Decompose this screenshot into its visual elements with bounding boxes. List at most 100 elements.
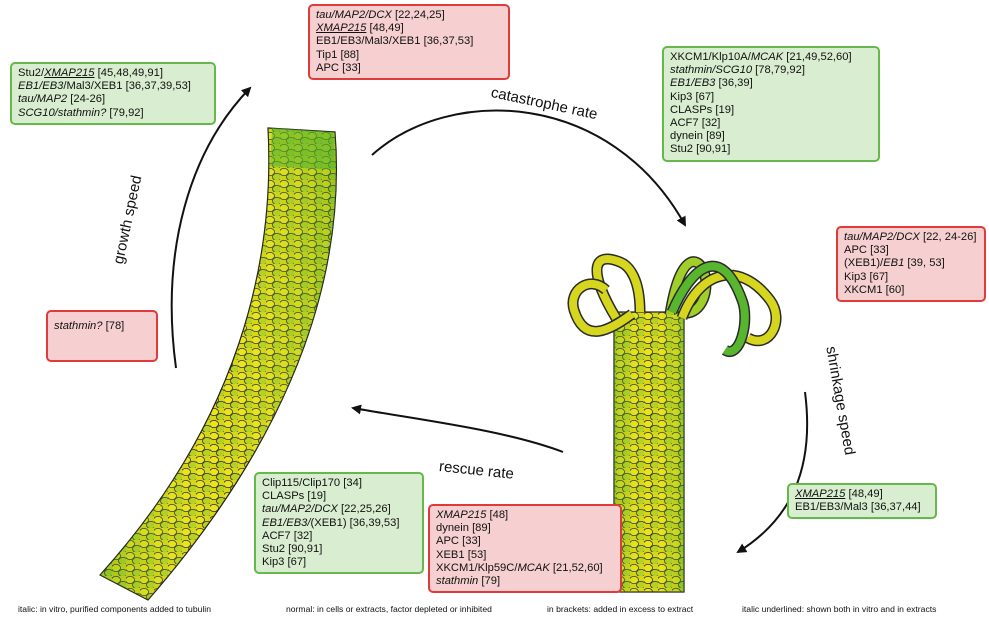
line-segment: [48,49] bbox=[366, 22, 403, 34]
box-line: EB1/EB3/Mal3 [36,37,44] bbox=[795, 501, 929, 514]
box-line: APC [33] bbox=[436, 535, 614, 548]
line-segment: APC [33] bbox=[844, 244, 889, 256]
box-line: XMAP215 [48,49] bbox=[316, 22, 502, 35]
line-segment: XMAP215 bbox=[44, 67, 94, 79]
box-line: CLASPs [19] bbox=[262, 490, 416, 503]
catastrophe-promoters-box: XKCM1/Klp10A/MCAK [21,49,52,60]stathmin/… bbox=[662, 46, 880, 162]
line-segment: tau/MAP2 bbox=[18, 93, 67, 105]
line-segment: XMAP215 bbox=[436, 509, 486, 521]
line-segment: MCAK bbox=[517, 562, 549, 574]
shrinkage-arrow bbox=[738, 392, 807, 552]
box-line: XMAP215 [48,49] bbox=[795, 488, 929, 501]
box-line: XKCM1/Klp59C/MCAK [21,52,60] bbox=[436, 562, 614, 575]
line-segment: APC [33] bbox=[436, 535, 481, 547]
box-line: stathmin? [78] bbox=[54, 320, 150, 333]
line-segment: (XEB1) [36,39,53] bbox=[311, 517, 400, 529]
box-line: Clip115/Clip170 [34] bbox=[262, 477, 416, 490]
rescue-inhibitors-box: XMAP215 [48]dynein [89]APC [33] XEB1 [53]… bbox=[428, 504, 622, 593]
box-line: Kip3 [67] bbox=[262, 556, 416, 569]
line-segment: tau/MAP2/DCX bbox=[844, 231, 920, 243]
box-line: EB1/EB3/(XEB1) [36,39,53] bbox=[262, 517, 416, 530]
line-segment: [36,39] bbox=[715, 77, 752, 89]
box-line: Stu2 [90,91] bbox=[670, 143, 872, 156]
line-segment: APC [33] bbox=[316, 62, 361, 74]
line-segment: XMAP215 bbox=[795, 488, 845, 500]
line-segment: EB1/EB3/Mal3/XEB1 [36,37,53] bbox=[316, 35, 473, 47]
line-segment: Kip3 [67] bbox=[670, 91, 714, 103]
line-segment: CLASPs [19] bbox=[670, 104, 734, 116]
line-segment: stathmin/SCG10 bbox=[670, 64, 752, 76]
line-segment: XKCM1 [60] bbox=[844, 284, 904, 296]
line-segment: [22,24,25] bbox=[392, 9, 445, 21]
line-segment: XKCM1/Klp59C/ bbox=[436, 562, 517, 574]
catastrophe-arrow bbox=[372, 111, 685, 225]
line-segment: EB1/EB3 bbox=[18, 80, 63, 92]
box-line: (XEB1)/EB1 [39, 53] bbox=[844, 257, 978, 270]
box-line: APC [33] bbox=[844, 244, 978, 257]
catastrophe-inhibitors-box: tau/MAP2/DCX [22,24,25]XMAP215 [48,49]EB… bbox=[308, 4, 510, 80]
box-line: Stu2/XMAP215 [45,48,49,91] bbox=[18, 67, 208, 80]
line-segment: dynein [89] bbox=[670, 130, 725, 142]
box-line: stathmin [79] bbox=[436, 575, 614, 588]
line-segment: [78] bbox=[103, 320, 125, 332]
line-segment: tau/MAP2/DCX bbox=[316, 9, 392, 21]
line-segment: dynein [89] bbox=[436, 522, 491, 534]
line-segment: stathmin? bbox=[54, 320, 103, 332]
line-segment: [21,49,52,60] bbox=[783, 51, 851, 63]
line-segment: XMAP215 bbox=[316, 22, 366, 34]
line-segment: [24-26] bbox=[67, 93, 105, 105]
box-line: ACF7 [32] bbox=[670, 117, 872, 130]
growth-arrow bbox=[172, 88, 250, 368]
line-segment: EB1 bbox=[883, 257, 904, 269]
box-line: APC [33] bbox=[316, 62, 502, 75]
box-line: EB1/EB3/Mal3/XEB1 [36,37,39,53] bbox=[18, 80, 208, 93]
box-line: stathmin/SCG10 [78,79,92] bbox=[670, 64, 872, 77]
legend-italic: italic: in vitro, purified components ad… bbox=[18, 604, 211, 614]
box-line: XKCM1 [60] bbox=[844, 284, 978, 297]
box-line: dynein [89] bbox=[436, 522, 614, 535]
box-line: CLASPs [19] bbox=[670, 104, 872, 117]
box-line: XMAP215 [48] bbox=[436, 509, 614, 522]
line-segment: MCAK bbox=[751, 51, 783, 63]
line-segment: SCG10/stathmin? bbox=[18, 107, 106, 119]
line-segment: [79] bbox=[478, 575, 500, 587]
box-line: tau/MAP2 [24-26] bbox=[18, 93, 208, 106]
line-segment: Kip3 [67] bbox=[262, 556, 306, 568]
line-segment: stathmin bbox=[436, 575, 478, 587]
box-line: XEB1 [53] bbox=[436, 549, 614, 562]
box-line: Kip3 [67] bbox=[670, 91, 872, 104]
line-segment: [22,25,26] bbox=[338, 503, 391, 515]
growth-promoters-box: Stu2/XMAP215 [45,48,49,91]EB1/EB3/Mal3/X… bbox=[10, 62, 216, 125]
line-segment: EB1/EB3/ bbox=[262, 517, 311, 529]
line-segment: (XEB1)/ bbox=[844, 257, 883, 269]
line-segment: Tip1 [88] bbox=[316, 49, 359, 61]
box-line: tau/MAP2/DCX [22, 24-26] bbox=[844, 231, 978, 244]
line-segment: [48] bbox=[486, 509, 508, 521]
box-line: Kip3 [67] bbox=[844, 271, 978, 284]
box-line: ACF7 [32] bbox=[262, 530, 416, 543]
line-segment: [45,48,49,91] bbox=[95, 67, 163, 79]
line-segment: XKCM1/Klp10A/ bbox=[670, 51, 751, 63]
line-segment: [78,79,92] bbox=[752, 64, 805, 76]
line-segment: Kip3 [67] bbox=[844, 271, 888, 283]
line-segment: [48,49] bbox=[845, 488, 882, 500]
line-segment: XEB1 [53] bbox=[436, 549, 486, 561]
growth-inhibitors-box: stathmin? [78] bbox=[46, 310, 158, 362]
box-line: EB1/EB3 [36,39] bbox=[670, 77, 872, 90]
rescue-arrow bbox=[353, 408, 563, 452]
line-segment: [21,52,60] bbox=[550, 562, 603, 574]
shrinkage-promoters-box: XMAP215 [48,49]EB1/EB3/Mal3 [36,37,44] bbox=[787, 483, 937, 519]
line-segment: EB1/EB3/Mal3 [36,37,44] bbox=[795, 501, 921, 513]
shrinkage-inhibitors-box: tau/MAP2/DCX [22, 24-26]APC [33](XEB1)/E… bbox=[836, 226, 986, 302]
line-segment: CLASPs [19] bbox=[262, 490, 326, 502]
line-segment: Stu2 [90,91] bbox=[670, 143, 730, 155]
rescue-promoters-box: Clip115/Clip170 [34]CLASPs [19]tau/MAP2/… bbox=[254, 472, 424, 574]
box-line: EB1/EB3/Mal3/XEB1 [36,37,53] bbox=[316, 35, 502, 48]
box-line: SCG10/stathmin? [79,92] bbox=[18, 107, 208, 120]
line-segment: [79,92] bbox=[106, 107, 143, 119]
line-segment: EB1/EB3 bbox=[670, 77, 715, 89]
box-line: tau/MAP2/DCX [22,24,25] bbox=[316, 9, 502, 22]
line-segment: Stu2 [90,91] bbox=[262, 543, 322, 555]
line-segment: [22, 24-26] bbox=[920, 231, 977, 243]
box-line: tau/MAP2/DCX [22,25,26] bbox=[262, 503, 416, 516]
